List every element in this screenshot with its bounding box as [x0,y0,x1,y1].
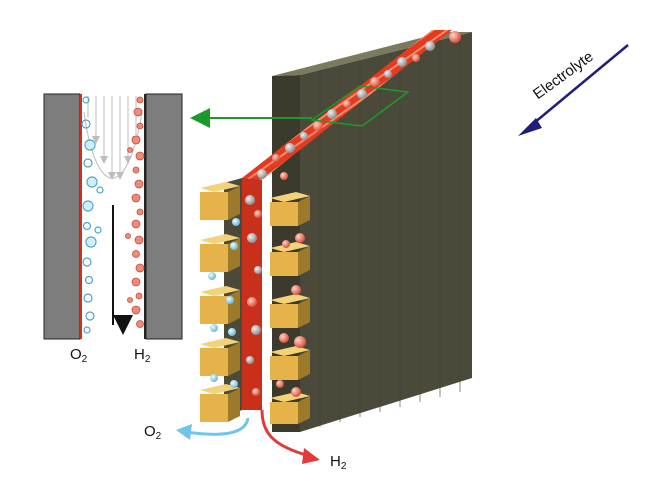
inset-o2-label: O2 [70,346,88,365]
o2-outlet-arrow [176,417,250,440]
channel-inset [43,93,183,340]
h2-outlet-arrow [260,409,320,464]
outlet-o2-label: O2 [144,423,162,442]
inset-h2-label: H2 [134,346,151,365]
h2-bubbles-inset [125,96,145,328]
o2-bubbles-inset [81,96,104,334]
gas-bubbles [208,31,461,397]
outlet-h2-label: H2 [330,453,347,472]
inset-right-wall [145,93,183,340]
gold-blocks-right [270,192,310,424]
electrolyzer-stack [200,30,472,432]
separator-slab-side [300,32,472,432]
electrolyte-arrow [518,44,629,136]
zoom-region-marker [309,85,410,127]
inset-left-wall [43,93,81,340]
